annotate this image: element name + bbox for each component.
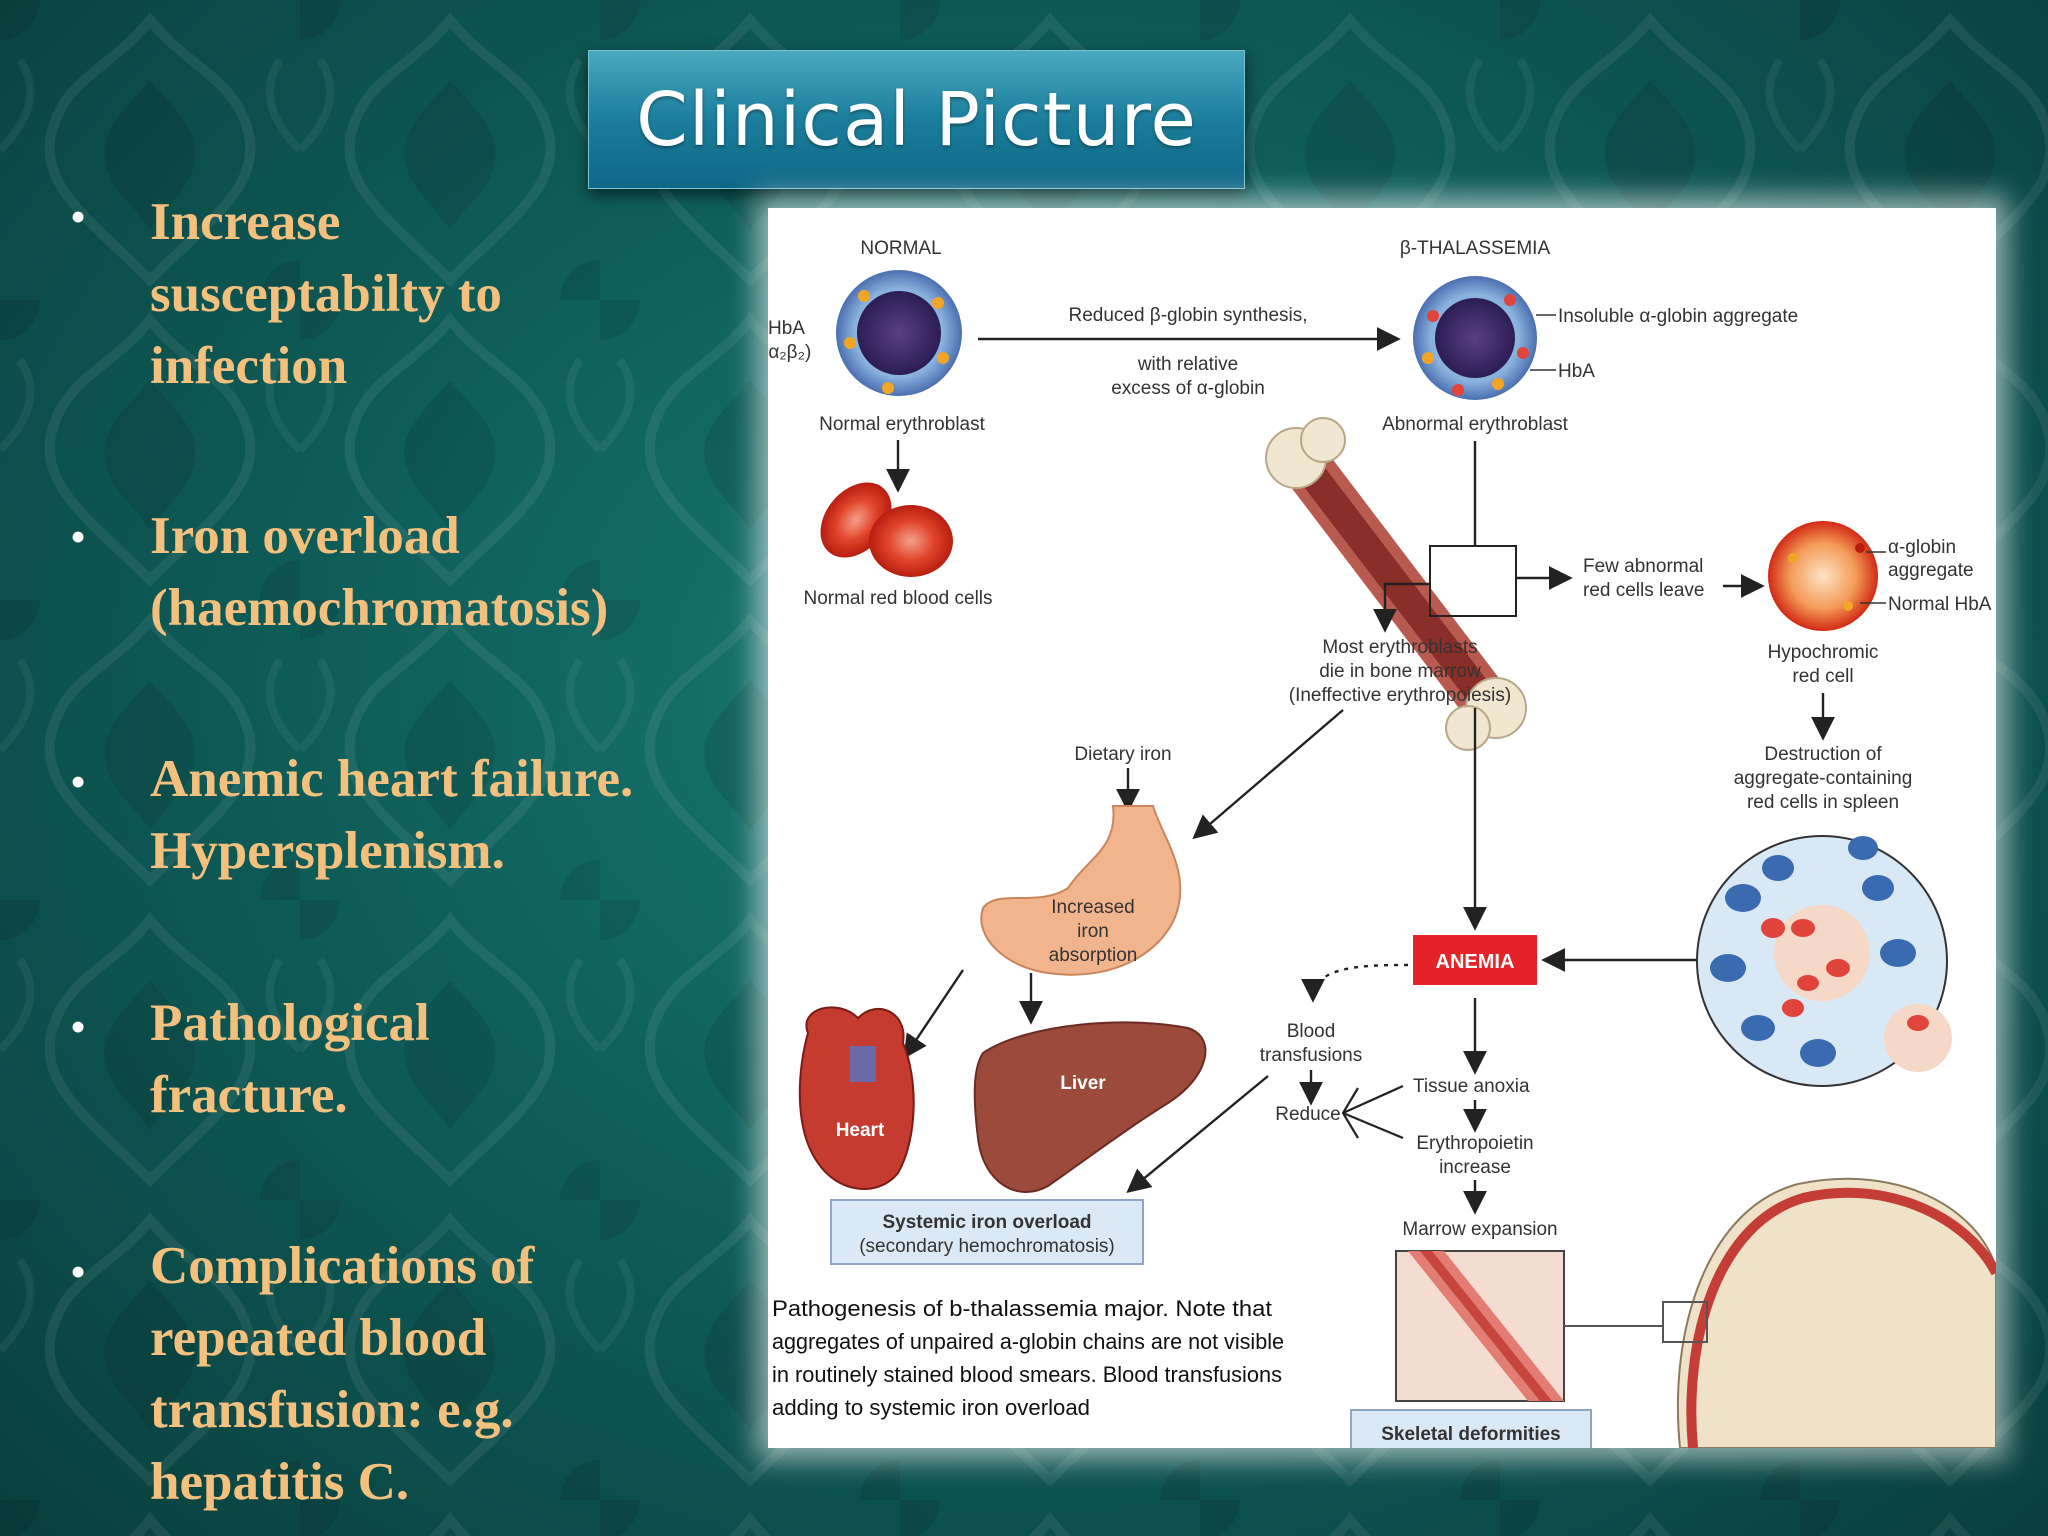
aggregate-label: aggregate	[1888, 560, 1974, 581]
thalassemia-heading: β-THALASSEMIA	[1400, 238, 1551, 259]
normal-hba-label: Normal HbA	[1888, 594, 1992, 615]
normal-rbc-label: Normal red blood cells	[803, 588, 992, 609]
insoluble-aggregate-label: Insoluble α-globin aggregate	[1558, 306, 1798, 327]
systemic-iron-overload-label: Systemic iron overload	[882, 1212, 1091, 1233]
increase-label: increase	[1439, 1157, 1511, 1178]
alpha-globin-label: α-globin	[1888, 537, 1956, 558]
bullet-fracture: Pathological fracture.	[150, 994, 430, 1124]
long-bone	[1265, 417, 1527, 751]
normal-erythroblast-label: Normal erythroblast	[819, 414, 985, 435]
to-heart-arrow	[903, 969, 964, 1059]
few-abnormal-label: Few abnormal	[1583, 556, 1703, 577]
absorption-label: absorption	[1049, 945, 1138, 966]
transfusion-to-iron-overload-arrow	[1126, 1075, 1269, 1194]
iron-label: iron	[1077, 921, 1109, 942]
red-cells-leave-label: red cells leave	[1583, 580, 1704, 601]
ineffective-erythropoiesis-label: (Ineffective erythropoiesis)	[1289, 685, 1511, 706]
reduce-label: Reduce	[1275, 1104, 1341, 1125]
red-cell-label: red cell	[1792, 666, 1853, 687]
anemia-label: ANEMIA	[1436, 951, 1515, 973]
die-in-marrow-label: die in bone marrow	[1319, 661, 1481, 682]
slide-title: Clinical Picture	[636, 76, 1197, 163]
bullet-marker: •	[70, 1001, 87, 1052]
destruction-label: Destruction of	[1764, 744, 1882, 765]
pathogenesis-diagram: NORMAL β-THALASSEMIA HbA (α₂β₂) Normal e…	[768, 238, 1996, 1448]
marrow-expansion-label: Marrow expansion	[1402, 1219, 1557, 1240]
abnormal-erythroblast-label: Abnormal erythroblast	[1382, 414, 1569, 435]
pathogenesis-figure: NORMAL β-THALASSEMIA HbA (α₂β₂) Normal e…	[768, 208, 1996, 1448]
caption-line-2: aggregates of unpaired a-globin chains a…	[772, 1329, 1284, 1354]
red-cells-spleen-label: red cells in spleen	[1747, 792, 1899, 813]
normal-erythroblast	[836, 270, 962, 396]
hba-formula: (α₂β₂)	[768, 342, 811, 363]
abnormal-erythroblast	[1413, 276, 1537, 400]
skull-illustration	[1564, 1177, 1996, 1448]
caption-line-3: in routinely stained blood smears. Blood…	[772, 1362, 1282, 1387]
hypochromic-red-cell	[1768, 521, 1878, 631]
aggregate-containing-label: aggregate-containing	[1734, 768, 1913, 789]
most-erythroblasts-label: Most erythroblasts	[1322, 637, 1477, 658]
bullet-iron-overload: Iron overload (haemochromatosis)	[150, 507, 609, 637]
marrow-expansion-illustration	[1395, 1250, 1565, 1402]
caption-line-4: adding to systemic iron overload	[772, 1395, 1090, 1420]
skeletal-deformities-label: Skeletal deformities	[1381, 1424, 1561, 1445]
bullet-marker: •	[70, 1246, 87, 1297]
dietary-iron-label: Dietary iron	[1074, 744, 1171, 765]
caption-line-1: Pathogenesis of b-thalassemia major. Not…	[772, 1296, 1272, 1321]
bullet-heart-failure: Anemic heart failure. Hypersplenism.	[150, 750, 634, 880]
bullet-transfusion-complications: Complications of repeated blood transfus…	[150, 1237, 535, 1511]
relative-label: with relative	[1137, 354, 1238, 375]
skeletal-deformities-box	[1350, 1409, 1592, 1448]
heart-label: Heart	[836, 1120, 885, 1141]
hba-right-label: HbA	[1558, 361, 1595, 382]
liver-illustration	[973, 1021, 1207, 1193]
heart-illustration	[798, 1006, 915, 1190]
systemic-iron-overload-box	[830, 1199, 1144, 1265]
erythropoietin-label: Erythropoietin	[1416, 1133, 1533, 1154]
blood-label: Blood	[1287, 1021, 1336, 1042]
reduced-synthesis-label: Reduced β-globin synthesis,	[1068, 305, 1307, 326]
bullet-marker: •	[70, 511, 87, 562]
title-banner: Clinical Picture	[588, 50, 1245, 189]
dashed-transfusion-arrow	[1301, 963, 1409, 1003]
normal-red-blood-cells	[820, 482, 953, 577]
excess-alpha-label: excess of α-globin	[1111, 378, 1265, 399]
bullet-infection: Increase susceptabilty to infection	[150, 193, 502, 395]
bullet-marker: •	[70, 756, 87, 807]
anemia-box	[1413, 935, 1537, 985]
increased-label: Increased	[1051, 897, 1134, 918]
marrow-to-stomach-arrow	[1192, 709, 1344, 840]
secondary-hemochromatosis-label: (secondary hemochromatosis)	[859, 1236, 1115, 1257]
bone-marrow-box	[1429, 545, 1517, 617]
liver-label: Liver	[1060, 1073, 1106, 1094]
hba-label: HbA	[768, 318, 805, 339]
hypochromic-label: Hypochromic	[1768, 642, 1879, 663]
stomach-illustration	[980, 805, 1182, 976]
normal-heading: NORMAL	[860, 238, 941, 259]
bullet-marker: •	[70, 191, 87, 242]
spleen-tissue-illustration	[1696, 835, 1952, 1087]
tissue-anoxia-label: Tissue anoxia	[1413, 1076, 1530, 1097]
to-ineffective-arrow	[1373, 582, 1430, 633]
transfusions-label: transfusions	[1260, 1045, 1362, 1066]
